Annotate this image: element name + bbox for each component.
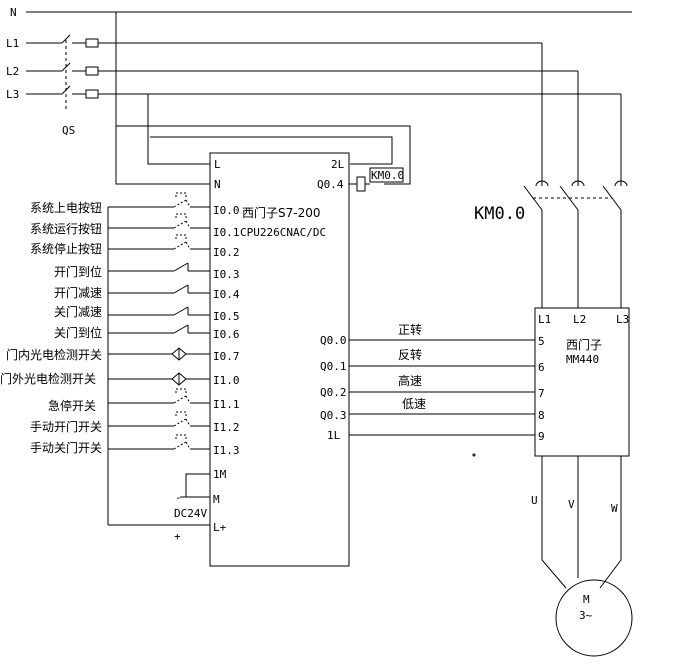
inverter-terminal: 6	[538, 361, 545, 374]
phase-u: U	[531, 494, 538, 507]
phase-w: W	[611, 502, 618, 515]
input-address: I0.2	[213, 246, 240, 259]
plc-m-label: M	[213, 493, 220, 506]
inverter-brand: 西门子	[566, 337, 602, 352]
coil-return-wire	[116, 125, 411, 185]
inverter-terminal: 9	[538, 430, 545, 443]
output-address: Q0.2	[320, 386, 347, 399]
input-name: 关门减速	[54, 304, 102, 319]
inverter-terminal: 5	[538, 335, 545, 348]
inverter-terminal: 8	[538, 409, 545, 422]
inverter-box	[534, 307, 630, 457]
dc-plus: +	[174, 530, 181, 543]
input-name: 系统运行按钮	[30, 221, 102, 236]
plc-q04-label: Q0.4	[317, 178, 344, 191]
output-name: 低速	[402, 397, 426, 411]
output-name: 高速	[398, 373, 422, 388]
input-name: 手动开门开关	[30, 419, 102, 434]
common-2l-wire	[150, 136, 393, 165]
plc-n-label: N	[214, 178, 221, 191]
line-l2-label: L2	[6, 65, 19, 78]
coil-box	[369, 167, 404, 183]
stray-dot	[472, 453, 476, 457]
output-address: Q0.0	[320, 334, 347, 347]
motor-phase: 3~	[579, 609, 593, 622]
photo-sensor-contacts	[171, 347, 187, 386]
output-name: 正转	[398, 322, 422, 337]
input-address: I0.7	[213, 350, 240, 363]
m-link-wire	[185, 473, 210, 498]
plc-brand: 西门子S7-200	[242, 205, 321, 220]
dc-minus: -	[175, 491, 182, 504]
input-name: 门内光电检测开关	[6, 347, 102, 362]
input-name: 系统停止按钮	[30, 241, 102, 256]
output-address: Q0.1	[320, 360, 347, 373]
input-address: I1.1	[213, 398, 240, 411]
input-address: I1.0	[213, 374, 240, 387]
plc-2l-label: 2L	[331, 158, 345, 171]
input-name: 急停开关	[48, 398, 96, 413]
input-name: 开门减速	[54, 285, 102, 300]
dc-label: DC24V	[174, 507, 207, 520]
inverter-l1: L1	[538, 313, 551, 326]
output-wires	[349, 339, 535, 436]
phase-v: V	[568, 498, 575, 511]
coil-label: KM0.0	[371, 169, 404, 182]
motor-m: M	[583, 593, 590, 606]
line-n-label: N	[10, 6, 17, 19]
motor-symbol	[555, 579, 633, 657]
plc-n-wire	[115, 12, 210, 185]
input-address: I1.3	[213, 444, 240, 457]
qs-switch	[61, 34, 86, 112]
input-name: 开门到位	[54, 264, 102, 279]
contactor-label: KM0.0	[474, 204, 525, 224]
contactor-contacts	[523, 180, 628, 308]
line-l1-label: L1	[6, 37, 19, 50]
input-address: I0.5	[213, 310, 240, 323]
inverter-terminal: 7	[538, 387, 545, 400]
output-name: 反转	[398, 347, 422, 362]
input-address: I0.3	[213, 268, 240, 281]
plc-l-label: L	[214, 158, 221, 171]
input-address: I0.1	[213, 226, 240, 239]
plc-1m-label: 1M	[213, 468, 227, 481]
plc-l-wire	[147, 94, 210, 165]
plc-box	[209, 152, 350, 567]
input-name: 门外光电检测开关	[0, 371, 96, 386]
pushbutton-contacts	[173, 192, 191, 250]
input-wires	[108, 206, 210, 450]
switch-contacts	[173, 388, 191, 450]
line-l3-label: L3	[6, 88, 19, 101]
inverter-l3: L3	[616, 313, 629, 326]
coil-symbol	[356, 176, 366, 192]
input-address: I0.4	[213, 288, 240, 301]
fuse-group	[85, 38, 99, 99]
output-address: Q0.3	[320, 409, 347, 422]
inverter-l2: L2	[573, 313, 586, 326]
input-name: 关门到位	[54, 325, 102, 340]
inverter-model: MM440	[566, 353, 599, 366]
input-address: I0.6	[213, 328, 240, 341]
input-name: 系统上电按钮	[30, 200, 102, 215]
plc-model: CPU226CNAC/DC	[240, 226, 326, 239]
input-name: 手动关门开关	[30, 440, 102, 455]
limit-switch-contacts	[173, 262, 189, 334]
input-address: I1.2	[213, 421, 240, 434]
motor-wires	[541, 456, 622, 589]
input-address: I0.0	[213, 204, 240, 217]
qs-label: QS	[62, 124, 75, 137]
plc-lplus-label: L+	[213, 521, 227, 534]
output-address: 1L	[327, 429, 341, 442]
